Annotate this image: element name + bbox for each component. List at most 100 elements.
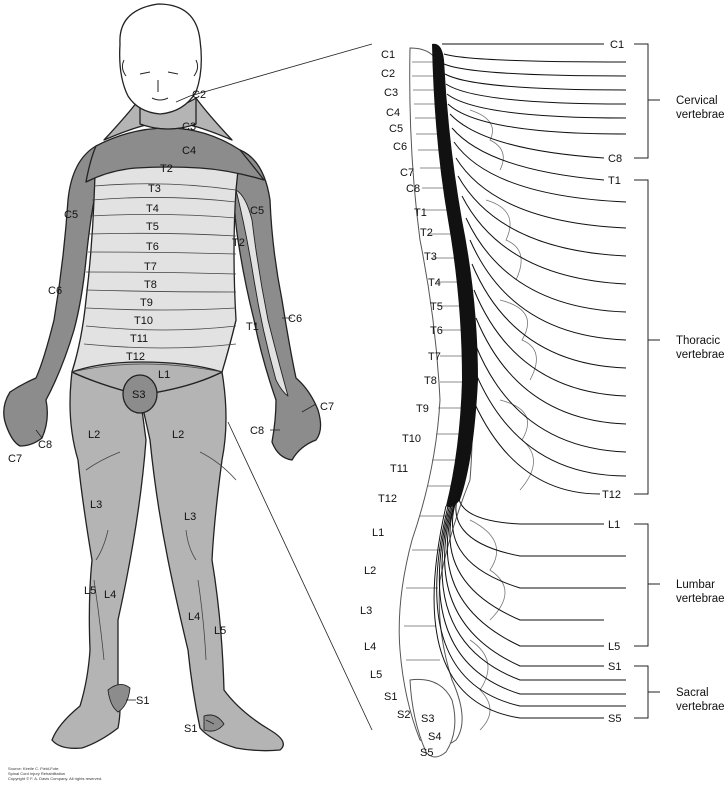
label-t1: T1 xyxy=(246,321,259,333)
credit-line-1: Source: Kirelle C. Field-Fote: xyxy=(8,766,60,771)
label-l2-left: L2 xyxy=(88,429,100,441)
label-c3: C3 xyxy=(182,121,196,133)
spine-label: C1 xyxy=(381,49,395,61)
body-leader-lines xyxy=(35,43,373,731)
label-t6: T6 xyxy=(146,241,159,253)
root-label-c1: C1 xyxy=(610,39,624,51)
label-t9: T9 xyxy=(140,297,153,309)
root-label-t12: T12 xyxy=(602,489,621,501)
right-arm-inner-region xyxy=(235,189,289,397)
label-c8-left: C8 xyxy=(38,439,52,451)
label-l5-left: L5 xyxy=(84,585,96,597)
root-label-c8: C8 xyxy=(608,153,622,165)
label-c8-right: C8 xyxy=(250,425,264,437)
spine-label: T12 xyxy=(378,493,397,505)
dermatome-lines xyxy=(71,183,237,661)
label-t5: T5 xyxy=(146,221,159,233)
label-t2-chest: T2 xyxy=(160,163,173,175)
category-labels: Cervical vertebrae Thoracic vertebrae Lu… xyxy=(676,95,725,713)
spine-label: T2 xyxy=(420,227,433,239)
spine-label: T10 xyxy=(402,433,421,445)
spine-label: C3 xyxy=(384,87,398,99)
label-t12: T12 xyxy=(126,351,145,363)
spine-label: C8 xyxy=(406,183,420,195)
right-arm-region xyxy=(233,149,322,461)
label-l4-right: L4 xyxy=(188,611,200,623)
label-c7-left: C7 xyxy=(8,453,22,465)
spine-label: C2 xyxy=(381,68,395,80)
label-l5-right: L5 xyxy=(214,625,226,637)
thoracic-label-2: vertebrae xyxy=(676,349,725,361)
cervical-label-2: vertebrae xyxy=(676,109,725,121)
spine-diagram xyxy=(398,43,627,758)
label-l2-right: L2 xyxy=(172,429,184,441)
spine-label: C7 xyxy=(400,167,414,179)
face-features xyxy=(121,59,199,101)
label-l4-left: L4 xyxy=(104,589,116,601)
spine-label: S2 xyxy=(397,709,410,721)
spine-label: C6 xyxy=(393,141,407,153)
spine-label: T5 xyxy=(430,301,443,313)
label-c5-right: C5 xyxy=(250,205,264,217)
spine-label: T8 xyxy=(424,375,437,387)
nerve-roots xyxy=(433,43,627,719)
left-foot-region xyxy=(107,684,131,713)
label-t3: T3 xyxy=(148,183,161,195)
lumbar-label-2: vertebrae xyxy=(676,593,725,605)
root-label-l5: L5 xyxy=(608,641,620,653)
label-t8: T8 xyxy=(144,279,157,291)
spine-label: S5 xyxy=(420,747,433,759)
left-arm-region xyxy=(3,145,97,447)
label-c2: C2 xyxy=(192,89,206,101)
root-label-l1: L1 xyxy=(608,519,620,531)
label-l3-left: L3 xyxy=(90,499,102,511)
label-t7: T7 xyxy=(144,261,157,273)
label-c6-right: C6 xyxy=(288,313,302,325)
root-label-s1: S1 xyxy=(608,661,621,673)
label-t10: T10 xyxy=(134,315,153,327)
credit-line-2: Spinal Cord Injury Rehabilitation xyxy=(8,771,66,776)
spine-label: L5 xyxy=(370,669,382,681)
lumbar-label: Lumbar xyxy=(676,579,715,591)
body-labels: C2 C3 C4 C5 C5 C6 C6 C7 C7 C8 C8 T1 T2 T… xyxy=(8,89,334,735)
label-s3: S3 xyxy=(132,389,145,401)
label-l3-right: L3 xyxy=(184,511,196,523)
s3-region xyxy=(122,374,158,414)
spine-label: T7 xyxy=(428,351,441,363)
label-c7-right: C7 xyxy=(320,401,334,413)
right-foot-region xyxy=(203,714,225,732)
label-s1-right: S1 xyxy=(184,723,197,735)
spine-label: T9 xyxy=(416,403,429,415)
root-label-s5: S5 xyxy=(608,713,621,725)
head xyxy=(119,3,202,115)
source-credit: Source: Kirelle C. Field-Fote: Spinal Co… xyxy=(8,766,102,781)
sacrum xyxy=(409,678,456,758)
spine-label: S3 xyxy=(421,713,434,725)
label-t4: T4 xyxy=(146,203,159,215)
spine-label: S4 xyxy=(428,731,441,743)
credit-line-3: Copyright © F. A. Davis Company. All rig… xyxy=(8,776,103,781)
sacral-label-2: vertebrae xyxy=(676,701,725,713)
sacral-label: Sacral xyxy=(676,687,709,699)
spine-label: L3 xyxy=(360,605,372,617)
label-c6-left: C6 xyxy=(48,285,62,297)
spine-label: C5 xyxy=(389,123,403,135)
root-label-t1: T1 xyxy=(608,175,621,187)
spine-level-labels: C1 C2 C3 C4 C5 C6 C7 C8 T1 T2 T3 T4 T5 T… xyxy=(360,49,443,759)
spine-label: L2 xyxy=(364,565,376,577)
spine-label: L1 xyxy=(372,527,384,539)
category-brackets xyxy=(634,43,660,719)
label-t2-arm: T2 xyxy=(232,237,245,249)
spine-label: T4 xyxy=(428,277,441,289)
spine-label: L4 xyxy=(364,641,376,653)
label-c5-left: C5 xyxy=(64,209,78,221)
spine-label: T6 xyxy=(430,325,443,337)
spine-label: S1 xyxy=(384,691,397,703)
human-body-figure xyxy=(3,3,373,752)
right-leg-region xyxy=(139,371,284,752)
label-c4: C4 xyxy=(182,145,196,157)
spine-label: T1 xyxy=(414,207,427,219)
cervical-label: Cervical xyxy=(676,95,718,107)
nerve-root-end-labels: C1 C8 T1 T12 L1 L5 S1 S5 xyxy=(602,39,624,725)
